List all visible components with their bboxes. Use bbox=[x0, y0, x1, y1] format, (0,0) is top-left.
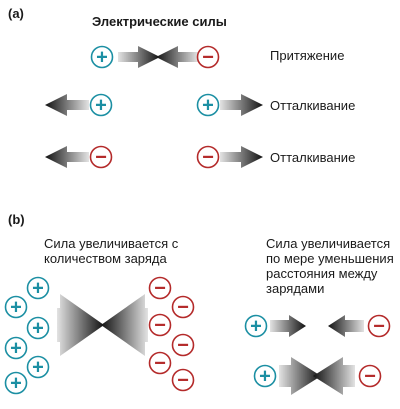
negative-charge: − bbox=[171, 333, 195, 357]
diagram-title: Электрические силы bbox=[92, 14, 227, 29]
negative-charge: − bbox=[148, 276, 172, 300]
charge-ring bbox=[171, 368, 195, 392]
charge-ring bbox=[26, 355, 50, 379]
charge-ring bbox=[196, 145, 220, 169]
charge-sign: − bbox=[202, 47, 214, 69]
charge-sign: + bbox=[10, 373, 22, 395]
charge-ring bbox=[89, 93, 113, 117]
larger-force-arrow-right bbox=[279, 357, 321, 395]
charge-sign: + bbox=[32, 318, 44, 340]
charge-sign: + bbox=[202, 95, 214, 117]
negative-charge: − bbox=[171, 295, 195, 319]
repulsion-negative-label: Отталкивание bbox=[270, 150, 356, 165]
negative-charge: − bbox=[171, 368, 195, 392]
small-force-arrow-right bbox=[270, 315, 306, 337]
charge-ring bbox=[89, 145, 113, 169]
positive-charge: + bbox=[89, 93, 113, 117]
negative-charge: − bbox=[367, 314, 391, 338]
charge-ring bbox=[90, 45, 114, 69]
charge-sign: − bbox=[202, 147, 214, 169]
charge-ring bbox=[253, 364, 277, 388]
positive-charge: + bbox=[26, 355, 50, 379]
repulsion-positive-label: Отталкивание bbox=[270, 98, 356, 113]
charge-ring bbox=[171, 333, 195, 357]
charge-sign: − bbox=[177, 370, 189, 392]
charge-sign: + bbox=[259, 366, 271, 388]
charge-ring bbox=[196, 93, 220, 117]
charge-ring bbox=[148, 276, 172, 300]
attraction-label: Притяжение bbox=[270, 48, 345, 63]
negative-charge: − bbox=[89, 145, 113, 169]
negative-charge: − bbox=[148, 351, 172, 375]
negative-charge: − bbox=[196, 45, 220, 69]
part-b-label: (b) bbox=[8, 212, 25, 227]
charge-ring bbox=[4, 371, 28, 395]
part-a-label: (a) bbox=[8, 6, 24, 21]
charge-ring bbox=[367, 314, 391, 338]
charge-sign: + bbox=[250, 316, 262, 338]
charge-sign: − bbox=[177, 335, 189, 357]
positive-charge: + bbox=[4, 336, 28, 360]
charge-sign: − bbox=[373, 316, 385, 338]
charge-sign: + bbox=[96, 47, 108, 69]
positive-charge: + bbox=[253, 364, 277, 388]
repulsion-arrow-left bbox=[45, 94, 89, 116]
distance-caption: Сила увеличивается по мере уменьшения ра… bbox=[266, 236, 394, 296]
charge-ring bbox=[148, 313, 172, 337]
repulsion-arrow-right bbox=[220, 94, 263, 116]
attraction-arrow-right bbox=[118, 46, 160, 68]
charge-sign: − bbox=[154, 353, 166, 375]
charge-sign: + bbox=[32, 357, 44, 379]
charge-ring bbox=[171, 295, 195, 319]
positive-charge: + bbox=[244, 314, 268, 338]
large-force-arrow-right bbox=[57, 294, 104, 356]
attraction-arrow-left bbox=[156, 46, 198, 68]
charge-ring bbox=[244, 314, 268, 338]
charge-sign: + bbox=[10, 297, 22, 319]
negative-charge: − bbox=[196, 145, 220, 169]
negative-charge: − bbox=[148, 313, 172, 337]
positive-charge: + bbox=[26, 276, 50, 300]
charge-sign: − bbox=[95, 147, 107, 169]
charge-sign: − bbox=[364, 366, 376, 388]
charge-ring bbox=[4, 295, 28, 319]
positive-charge: + bbox=[4, 371, 28, 395]
small-force-arrow-left bbox=[328, 315, 364, 337]
charge-sign: + bbox=[32, 278, 44, 300]
repulsion-arrow-left bbox=[45, 146, 89, 168]
larger-force-arrow-left bbox=[313, 357, 355, 395]
charge-ring bbox=[148, 351, 172, 375]
charge-sign: + bbox=[10, 338, 22, 360]
positive-charge: + bbox=[4, 295, 28, 319]
charge-amount-caption: Сила увеличивается с количеством заряда bbox=[44, 236, 179, 266]
repulsion-arrow-right bbox=[220, 146, 263, 168]
charge-ring bbox=[26, 276, 50, 300]
negative-charge: − bbox=[358, 364, 382, 388]
large-force-arrow-left bbox=[101, 294, 148, 356]
charge-ring bbox=[358, 364, 382, 388]
charge-ring bbox=[26, 316, 50, 340]
charge-ring bbox=[4, 336, 28, 360]
charge-sign: − bbox=[154, 315, 166, 337]
charge-sign: − bbox=[177, 297, 189, 319]
positive-charge: + bbox=[196, 93, 220, 117]
charge-sign: + bbox=[95, 95, 107, 117]
charge-sign: − bbox=[154, 278, 166, 300]
positive-charge: + bbox=[26, 316, 50, 340]
charge-ring bbox=[196, 45, 220, 69]
positive-charge: + bbox=[90, 45, 114, 69]
